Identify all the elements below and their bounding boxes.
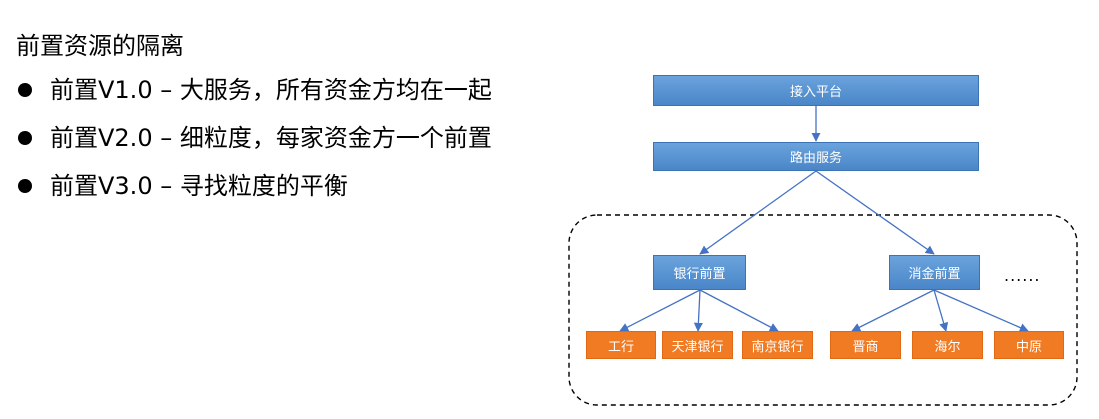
bank-child-node: 天津银行 bbox=[662, 331, 733, 359]
group-boundary bbox=[568, 214, 1078, 406]
more-ellipsis: ...... bbox=[1004, 266, 1041, 285]
bullet-item: 前置V1.0 – 大服务，所有资金方均在一起 bbox=[18, 72, 492, 120]
bank-child-node: 南京银行 bbox=[742, 331, 813, 359]
bullet-text: 前置V2.0 – 细粒度，每家资金方一个前置 bbox=[50, 124, 492, 152]
bullet-dot-icon bbox=[18, 179, 32, 193]
bullet-list: 前置V1.0 – 大服务，所有资金方均在一起 前置V2.0 – 细粒度，每家资金… bbox=[18, 72, 492, 216]
consumer-child-node: 海尔 bbox=[912, 331, 983, 359]
arrow-consumer-to-child bbox=[933, 289, 1029, 332]
arrow-bank-to-child bbox=[619, 289, 701, 332]
arrow-routing-to-consumer bbox=[815, 170, 935, 255]
routing-node: 路由服务 bbox=[653, 142, 979, 171]
arrow-consumer-to-child bbox=[933, 289, 949, 332]
arrow-consumer-to-child bbox=[851, 289, 935, 332]
consumer-child-node: 中原 bbox=[994, 331, 1064, 359]
bullet-item: 前置V2.0 – 细粒度，每家资金方一个前置 bbox=[18, 120, 492, 168]
bank-gateway-node: 银行前置 bbox=[653, 255, 746, 290]
arrow-bank-to-child bbox=[693, 289, 703, 332]
consumer-child-node: 晋商 bbox=[830, 331, 901, 359]
bullet-dot-icon bbox=[18, 131, 32, 145]
bullet-dot-icon bbox=[18, 83, 32, 97]
consumer-finance-gateway-node: 消金前置 bbox=[889, 255, 980, 290]
bullet-text: 前置V1.0 – 大服务，所有资金方均在一起 bbox=[50, 76, 492, 104]
arrow-routing-to-bank bbox=[699, 170, 817, 255]
bullet-text: 前置V3.0 – 寻找粒度的平衡 bbox=[50, 172, 348, 200]
arrow-bank-to-child bbox=[699, 289, 779, 332]
bullet-item: 前置V3.0 – 寻找粒度的平衡 bbox=[18, 168, 492, 216]
slide-title: 前置资源的隔离 bbox=[16, 32, 184, 60]
platform-node: 接入平台 bbox=[653, 75, 979, 106]
bank-child-node: 工行 bbox=[586, 331, 656, 359]
